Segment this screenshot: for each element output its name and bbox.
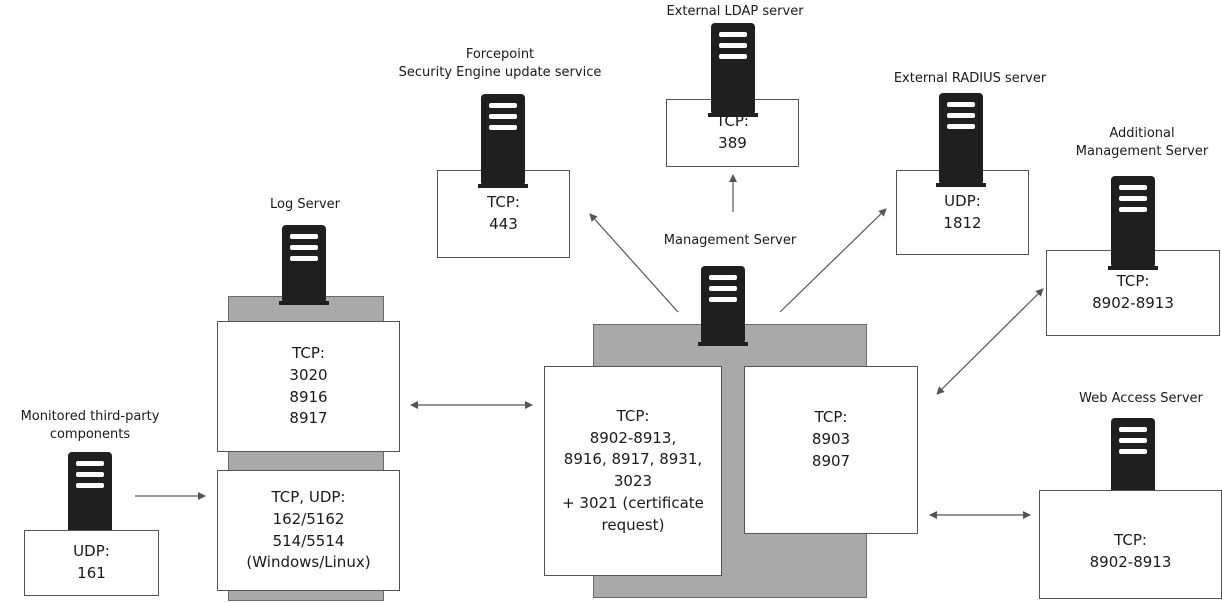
forcepoint-title: Forcepoint Security Engine update servic… — [398, 47, 602, 80]
server-icon — [698, 266, 748, 346]
web-access-ports-box: TCP: 8902-8913 — [1039, 490, 1222, 599]
monitored-components-title: Monitored third-party components — [20, 409, 160, 442]
server-icon — [279, 225, 329, 305]
arrow-mgmt-to-forcepoint — [589, 213, 679, 313]
server-icon — [708, 23, 758, 117]
web-access-server-title: Web Access Server — [1079, 391, 1203, 406]
radius-server-title: External RADIUS server — [893, 71, 1047, 86]
arrow-mgmt-additional — [936, 288, 1044, 395]
management-ports-left-box: TCP: 8902-8913, 8916, 8917, 8931, 3023 +… — [544, 366, 722, 576]
arrow-mgmt-to-radius — [779, 208, 887, 313]
ldap-server-title: External LDAP server — [666, 4, 804, 19]
additional-mgmt-title: Additional Management Server — [1075, 126, 1209, 159]
log-server-title: Log Server — [270, 197, 340, 212]
server-icon — [1108, 176, 1158, 270]
management-ports-right-box: TCP: 8903 8907 — [744, 366, 918, 534]
server-icon — [936, 93, 986, 187]
log-ports-bottom-box: TCP, UDP: 162/5162 514/5514 (Windows/Lin… — [217, 470, 400, 591]
log-ports-top-box: TCP: 3020 8916 8917 — [217, 321, 400, 452]
management-server-title: Management Server — [663, 233, 797, 248]
server-icon — [478, 94, 528, 188]
monitored-ports-box: UDP: 161 — [24, 530, 159, 596]
